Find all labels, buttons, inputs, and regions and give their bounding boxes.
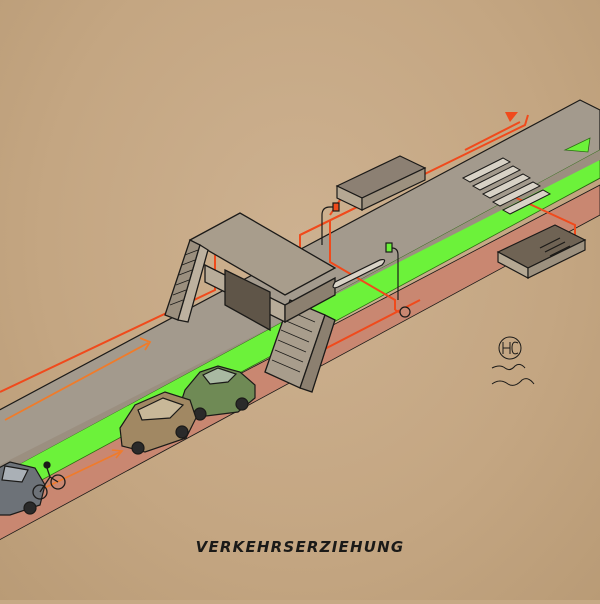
arrow-icon bbox=[505, 112, 518, 122]
car bbox=[119, 391, 197, 455]
crosswalk bbox=[461, 157, 552, 215]
car bbox=[0, 461, 46, 516]
underpass-stairs bbox=[496, 224, 587, 279]
sidewalk bbox=[0, 150, 600, 475]
island bbox=[332, 258, 386, 289]
signature bbox=[491, 336, 535, 386]
traffic-light bbox=[321, 202, 411, 318]
arrow-icon bbox=[4, 337, 152, 491]
car bbox=[179, 365, 256, 421]
caption: VERKEHRSERZIEHUNG bbox=[195, 538, 405, 556]
bicycle bbox=[32, 461, 66, 500]
underpass-stairs bbox=[335, 155, 427, 211]
pedestrian-bridge bbox=[164, 212, 337, 393]
